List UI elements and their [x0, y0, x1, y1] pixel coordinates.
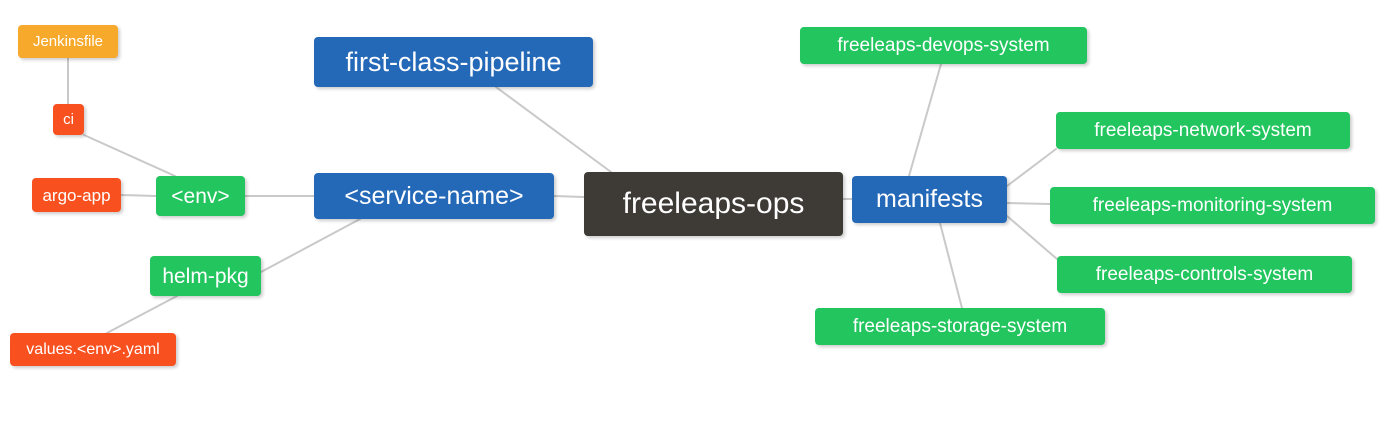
node-label-freeleaps-devops-system: freeleaps-devops-system — [837, 35, 1050, 56]
node-freeleaps-devops-system[interactable]: freeleaps-devops-system — [800, 27, 1087, 64]
node-argo-app[interactable]: argo-app — [32, 178, 121, 212]
node-freeleaps-monitoring-system[interactable]: freeleaps-monitoring-system — [1050, 187, 1375, 224]
node-env[interactable]: <env> — [156, 176, 245, 216]
edge-ci-env — [83, 134, 176, 177]
node-label-freeleaps-controls-system: freeleaps-controls-system — [1095, 264, 1314, 285]
edge-manifests-devops — [908, 63, 942, 177]
node-label-jenkinsfile: Jenkinsfile — [32, 33, 104, 50]
node-jenkinsfile[interactable]: Jenkinsfile — [18, 25, 118, 58]
edge-manifests-storage — [939, 222, 963, 309]
node-label-first-class-pipeline: first-class-pipeline — [345, 46, 562, 77]
node-label-values-env-yaml: values.<env>.yaml — [26, 340, 160, 358]
node-label-ci: ci — [63, 111, 74, 128]
edge-servicename-helmpkg — [260, 218, 361, 273]
node-helm-pkg[interactable]: helm-pkg — [150, 256, 261, 296]
node-label-freeleaps-storage-system: freeleaps-storage-system — [852, 316, 1068, 337]
node-label-env: <env> — [171, 184, 230, 208]
node-freeleaps-storage-system[interactable]: freeleaps-storage-system — [815, 308, 1105, 345]
edge-manifests-controls — [1006, 215, 1058, 260]
node-freeleaps-controls-system[interactable]: freeleaps-controls-system — [1057, 256, 1352, 293]
edge-manifests-monitoring — [1006, 202, 1051, 205]
node-label-freeleaps-ops: freeleaps-ops — [622, 187, 805, 220]
node-values-env-yaml[interactable]: values.<env>.yaml — [10, 333, 176, 366]
edge-manifests-network — [1006, 148, 1057, 187]
node-manifests[interactable]: manifests — [852, 176, 1007, 223]
node-service-name[interactable]: <service-name> — [314, 173, 554, 219]
node-label-manifests: manifests — [876, 185, 983, 213]
edge-argoapp-env — [120, 194, 157, 197]
node-freeleaps-ops[interactable]: freeleaps-ops — [584, 172, 843, 236]
node-label-helm-pkg: helm-pkg — [162, 264, 249, 288]
node-freeleaps-network-system[interactable]: freeleaps-network-system — [1056, 112, 1350, 149]
node-first-class-pipeline[interactable]: first-class-pipeline — [314, 37, 593, 87]
node-label-freeleaps-monitoring-system: freeleaps-monitoring-system — [1092, 195, 1333, 216]
node-label-argo-app: argo-app — [42, 185, 111, 205]
edge-helmpkg-values — [106, 295, 178, 334]
edge-firstclass-root — [495, 86, 612, 173]
edge-servicename-root — [553, 195, 585, 198]
node-label-freeleaps-network-system: freeleaps-network-system — [1094, 120, 1312, 141]
node-ci[interactable]: ci — [53, 104, 84, 135]
node-label-service-name: <service-name> — [344, 181, 524, 210]
